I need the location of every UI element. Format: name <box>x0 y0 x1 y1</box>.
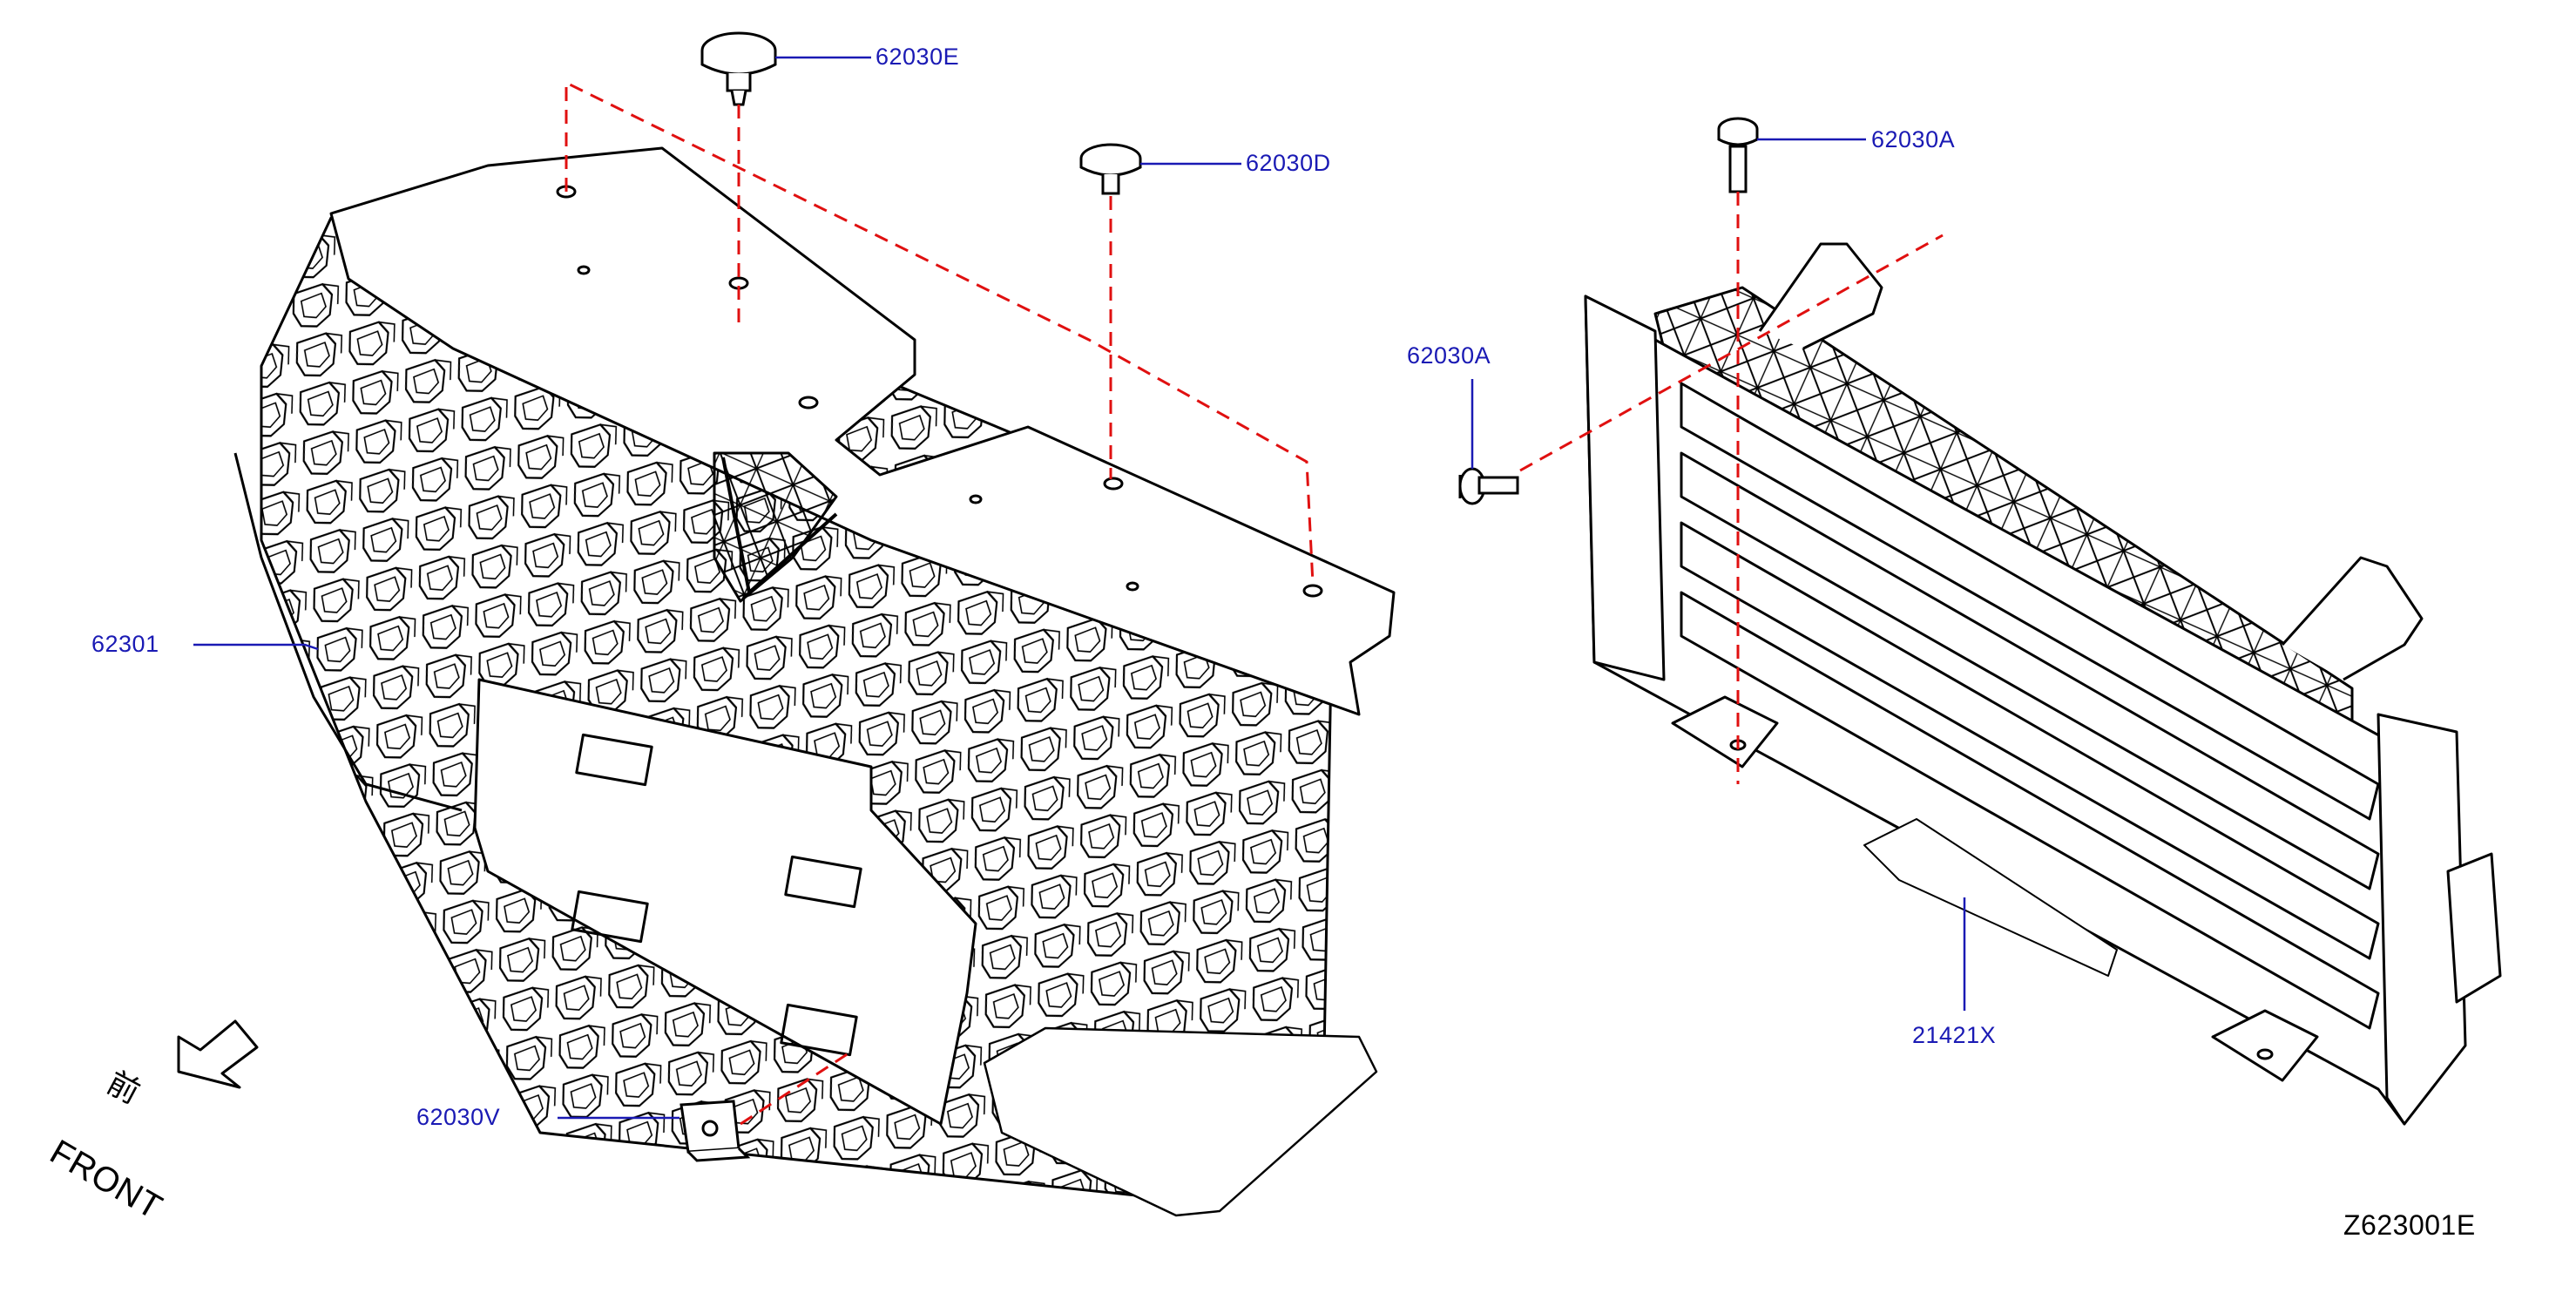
side-mount <box>2446 852 2502 1004</box>
upper-bracket <box>329 146 1396 716</box>
fasteners <box>679 31 1759 1162</box>
leader-lines <box>193 56 1966 1120</box>
panel-slot <box>780 1003 858 1057</box>
stay-right <box>2281 556 2424 681</box>
louvers <box>1680 382 2380 1030</box>
label-62030V: 62030V <box>416 1104 501 1130</box>
grille-assembly <box>233 146 1396 1217</box>
end-bracket <box>2377 713 2467 1126</box>
screw-icon <box>1079 143 1142 195</box>
clip-icon <box>700 31 777 106</box>
stay-left <box>1758 242 1883 350</box>
air-guide-assembly <box>1584 242 2502 1126</box>
bottom-tab <box>2211 1009 2319 1082</box>
lower-lip <box>983 1026 1378 1217</box>
label-62030A-side: 62030A <box>1407 342 1491 369</box>
bolt-icon <box>1717 117 1759 193</box>
emblem <box>721 457 838 594</box>
assembly-lines <box>565 80 1944 1126</box>
reference-code: Z623001E <box>2343 1209 2476 1241</box>
label-62030A-top: 62030A <box>1871 126 1956 152</box>
panel-slot <box>571 890 649 944</box>
frame-front <box>1584 294 1666 681</box>
label-62030E: 62030E <box>876 44 960 70</box>
nut-icon <box>679 1100 751 1162</box>
panel-slot <box>784 855 862 909</box>
bolt-icon <box>1458 467 1519 505</box>
label-21421X: 21421X <box>1912 1022 1997 1048</box>
tab-hole <box>2256 1048 2274 1060</box>
front-arrow-icon <box>177 1019 259 1089</box>
panel-slot <box>575 733 653 787</box>
label-62301: 62301 <box>91 631 159 657</box>
lower-panel <box>473 678 977 1126</box>
lower-flap <box>1863 818 2118 977</box>
side-trim <box>233 452 463 812</box>
bottom-tab <box>1671 695 1779 768</box>
label-62030D: 62030D <box>1246 150 1331 176</box>
